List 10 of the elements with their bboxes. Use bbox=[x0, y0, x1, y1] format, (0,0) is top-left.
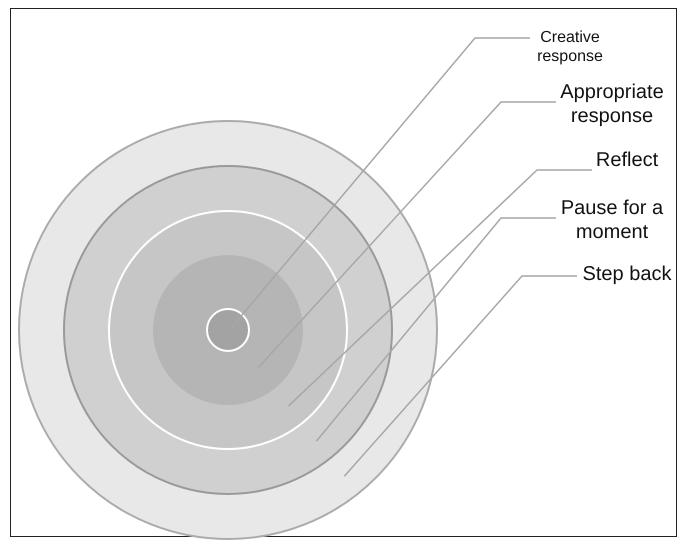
ring-label: Appropriate response bbox=[556, 80, 668, 128]
leader-line bbox=[288, 169, 592, 407]
ring-label: Pause for a moment bbox=[556, 196, 668, 244]
leader-line bbox=[344, 275, 577, 477]
ring-circle bbox=[206, 308, 250, 352]
ring-label: Reflect bbox=[592, 148, 662, 172]
ring-label: Step back bbox=[577, 262, 677, 286]
ring-label: Creative response bbox=[530, 28, 610, 66]
leader-line bbox=[258, 101, 556, 368]
leader-line bbox=[316, 217, 556, 442]
